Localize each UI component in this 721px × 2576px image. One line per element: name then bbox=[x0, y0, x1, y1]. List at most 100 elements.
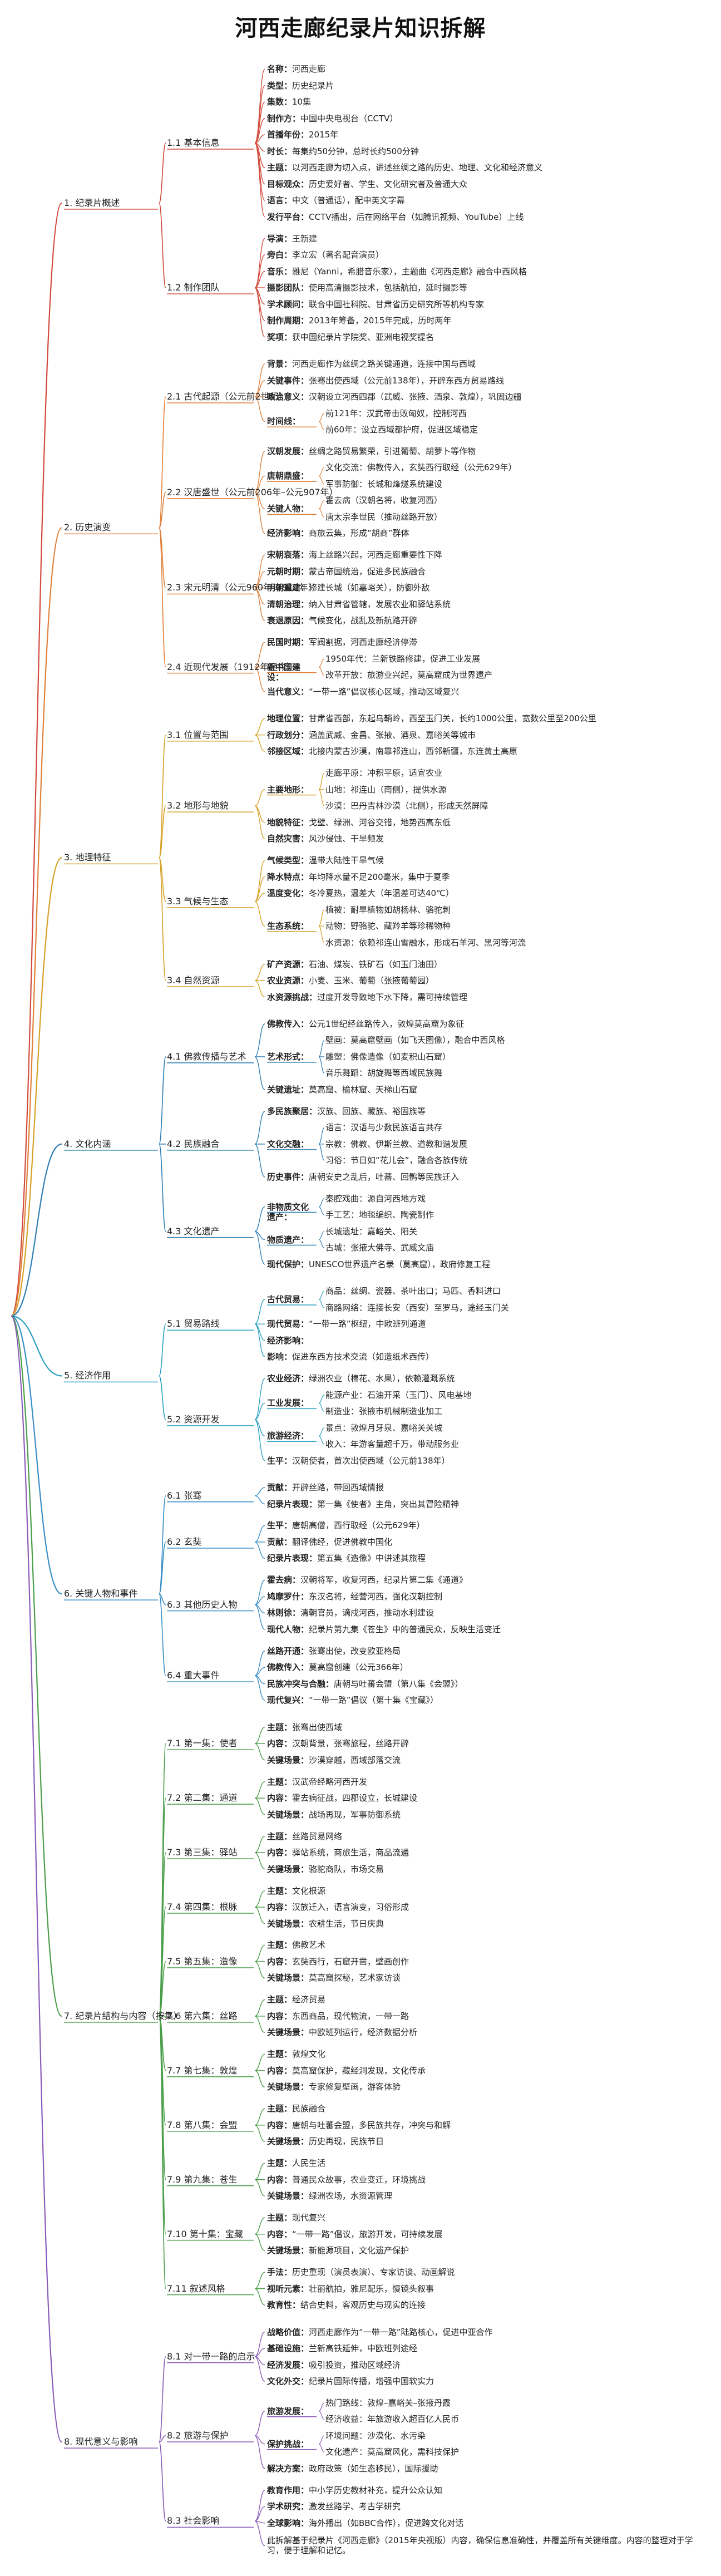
connector-line bbox=[254, 1231, 265, 1265]
connector-line bbox=[254, 2016, 265, 2033]
connector-line bbox=[254, 571, 265, 589]
leaf-key: 战略价值： bbox=[267, 2327, 309, 2337]
connector-line bbox=[318, 1402, 325, 1412]
leaf-text: 每集约50分钟，总时长约500分钟 bbox=[292, 146, 419, 156]
leaf-item: 多民族聚居：汉族、回族、藏族、裕固族等 bbox=[267, 1106, 707, 1116]
leaf-key: 衰退原因： bbox=[267, 615, 309, 626]
leaf-item: 新中国建设： bbox=[267, 662, 314, 682]
leaf-item: 内容：汉族迁入，语言演变，习俗形成 bbox=[267, 1902, 707, 1912]
leaf-item: 现代保护：UNESCO世界遗产名录（莫高窟），政府修复工程 bbox=[267, 1259, 707, 1269]
leaf-key: 鸠摩罗什： bbox=[267, 1591, 309, 1602]
connector-line bbox=[11, 527, 62, 1317]
leaf-text: 唐朝安史之乱后，吐蕃、回鹘等民族迁入 bbox=[309, 1171, 460, 1182]
connector-line bbox=[159, 2435, 166, 2442]
leaf-item: 内容：霍去病征战，四郡设立，长城建设 bbox=[267, 1793, 707, 1803]
connector-line bbox=[254, 396, 265, 422]
leaf-text: 唐朝与吐蕃会盟，多民族共存，冲突与和解 bbox=[292, 2120, 451, 2130]
connector-line bbox=[159, 734, 166, 859]
leaf-text: 农耕生活，节日庆典 bbox=[309, 1918, 384, 1929]
leaf-key: 生平： bbox=[267, 1455, 293, 1466]
leaf-item: 旅游发展： bbox=[267, 2406, 314, 2416]
leaf-text: 王新建 bbox=[292, 233, 318, 244]
leaf-item: 旁白：李立宏（著名配音演员） bbox=[267, 250, 707, 260]
connector-line bbox=[254, 718, 265, 736]
connector-line bbox=[254, 1852, 265, 1870]
connector-line bbox=[254, 2179, 265, 2196]
connector-line bbox=[159, 1593, 166, 1605]
leaf-key: 主题： bbox=[267, 2104, 293, 2114]
leaf-item: 文化交流：佛教传入，玄奘西行取经（公元629年） bbox=[325, 462, 707, 472]
leaf-text: 莫高窟探秘，艺术家访谈 bbox=[309, 1973, 401, 1983]
leaf-text: 吸引投资，推动区域经济 bbox=[309, 2360, 401, 2370]
leaf-key: 汉朝发展： bbox=[267, 446, 309, 456]
leaf-item: 地理位置：甘肃省西部，东起乌鞘岭，西至玉门关，长约1000公里，宽数公里至200… bbox=[267, 713, 707, 723]
connector-line bbox=[254, 475, 265, 493]
leaf-text: 丝绸之路贸易繁荣，引进葡萄、胡萝卜等作物 bbox=[309, 446, 476, 456]
leaf-key: 宋朝衰落： bbox=[267, 550, 309, 560]
leaf-text: 汉族迁入，语言演变，习俗形成 bbox=[292, 1902, 409, 1913]
leaf-item: 前121年：汉武帝击败匈奴，控制河西 bbox=[325, 408, 707, 418]
leaf-text: 习俗：节日如“花儿会”，融合各族传统 bbox=[325, 1155, 468, 1166]
leaf-text: 长城遗址：嘉峪关、阳关 bbox=[325, 1226, 418, 1237]
leaf-item: 主题：人民生活 bbox=[267, 2158, 707, 2168]
leaf-key: 非物质文化遗产： bbox=[267, 1201, 309, 1222]
leaf-item: 关键场景：骆驼商队，市场交易 bbox=[267, 1864, 707, 1874]
leaf-item: 内容：玄奘西行，石窟开凿，壁画创作 bbox=[267, 1957, 707, 1967]
leaf-text: 商旅云集，形成“胡商”群体 bbox=[309, 528, 409, 539]
leaf-item: 水资源挑战：过度开发导致地下水下降，需可持续管理 bbox=[267, 992, 707, 1002]
connector-line bbox=[254, 451, 265, 493]
leaf-key: 保护挑战： bbox=[267, 2439, 309, 2449]
leaf-item: 关键场景：专家修复壁画，游客体验 bbox=[267, 2082, 707, 2092]
leaf-key: 政治意义： bbox=[267, 392, 309, 402]
leaf-text: 敦煌文化 bbox=[292, 2049, 326, 2060]
connector-line bbox=[11, 857, 62, 1317]
leaf-item: 目标观众：历史爱好者、学生、文化研究者及普通大众 bbox=[267, 179, 707, 189]
leaf-text: 民族融合 bbox=[292, 2104, 326, 2114]
leaf-item: 唐朝鼎盛： bbox=[267, 471, 314, 481]
connector-line bbox=[254, 85, 265, 144]
leaf-key: 古代贸易： bbox=[267, 1294, 309, 1304]
leaf-key: 制作方： bbox=[267, 113, 301, 124]
leaf-item: 主题：文化根源 bbox=[267, 1886, 707, 1896]
leaf-item: 农业资源：小麦、玉米、葡萄（张掖葡萄园） bbox=[267, 976, 707, 986]
connector-line bbox=[318, 475, 325, 485]
leaf-key: 艺术形式： bbox=[267, 1051, 309, 1062]
connector-line bbox=[254, 287, 265, 338]
leaf-item: 邻接区域：北接内蒙古沙漠，南靠祁连山，西邻新疆，东连黄土高原 bbox=[267, 746, 707, 756]
section-title: 3. 地理特征 bbox=[64, 852, 111, 863]
leaf-text: 10集 bbox=[292, 97, 312, 107]
leaf-item: 时长：每集约50分钟，总时长约500分钟 bbox=[267, 146, 707, 156]
leaf-key: 时间线： bbox=[267, 416, 301, 427]
connector-line bbox=[254, 1835, 265, 1853]
connector-line bbox=[254, 893, 265, 902]
leaf-key: 文化交融： bbox=[267, 1139, 309, 1149]
leaf-text: 冬冷夏热，温差大（年温差可达40℃） bbox=[309, 888, 454, 899]
leaf-text: 水资源：依赖祁连山雪融水，形成石羊河、黑河等河流 bbox=[325, 937, 526, 948]
leaf-text: 东汉名将，经营河西，强化汉朝控制 bbox=[309, 1591, 443, 1602]
subsection-title: 3.3 气候与生态 bbox=[167, 895, 229, 907]
leaf-text: 2015年 bbox=[309, 130, 339, 140]
connector-line bbox=[254, 980, 265, 998]
leaf-text: 驿站系统，商旅生活，商品流通 bbox=[292, 1848, 409, 1858]
subsection-title: 4.3 文化遗产 bbox=[167, 1225, 220, 1237]
connector-line bbox=[159, 1375, 166, 1420]
connector-line bbox=[318, 2444, 325, 2453]
leaf-text: “一带一路”倡议核心区域，推动区域复兴 bbox=[309, 686, 460, 697]
subsection-title: 4.1 佛教传播与艺术 bbox=[167, 1051, 246, 1062]
leaf-text: “一带一路”倡议（第十集《宝藏》） bbox=[309, 1695, 439, 1706]
leaf-text: 制造业：张掖市机械制造业加工 bbox=[325, 1406, 443, 1417]
leaf-text: 1950年代：兰新铁路修建，促进工业发展 bbox=[325, 653, 481, 664]
leaf-item: 主题：敦煌文化 bbox=[267, 2049, 707, 2059]
leaf-text: 海上丝路兴起，河西走廊重要性下降 bbox=[309, 550, 443, 560]
leaf-item: 水资源：依赖祁连山雪融水，形成石羊河、黑河等河流 bbox=[325, 938, 707, 948]
leaf-item: 语言：中文（普通话），配中英文字幕 bbox=[267, 195, 707, 205]
leaf-item: 雕塑：佛像造像（如麦积山石窟） bbox=[325, 1052, 707, 1062]
leaf-key: 学术顾问： bbox=[267, 299, 309, 309]
connector-line bbox=[254, 1023, 265, 1057]
leaf-key: 主题： bbox=[267, 1776, 293, 1787]
leaf-text: 海外播出（如BBC合作），促进跨文化对话 bbox=[309, 2518, 464, 2528]
connector-line bbox=[254, 1944, 265, 1962]
leaf-item: 首播年份：2015年 bbox=[267, 130, 707, 140]
leaf-item: 关键人物： bbox=[267, 504, 314, 514]
leaf-key: 主题： bbox=[267, 2213, 293, 2223]
